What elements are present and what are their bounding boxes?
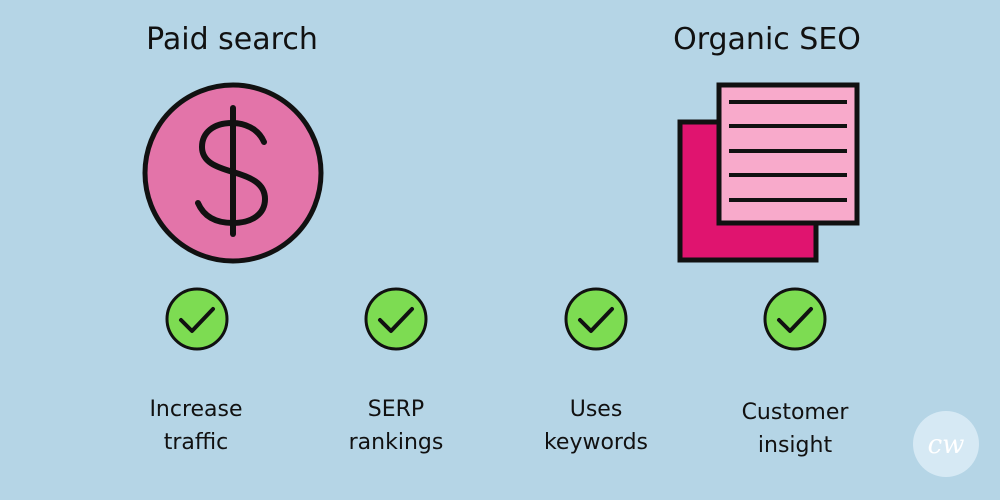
logo-text: cw (928, 430, 965, 460)
checkmark-circle-icon (364, 287, 428, 351)
benefit-line-2: traffic (163, 430, 229, 455)
benefit-line-1: Increase (149, 397, 243, 422)
benefit-label-customer-insight: Customer insight (715, 396, 875, 462)
benefit-line-2: rankings (348, 430, 444, 455)
benefit-line-1: Customer (741, 400, 849, 425)
benefit-label-serp-rankings: SERP rankings (316, 393, 476, 459)
benefit-line-2: insight (757, 433, 833, 458)
checkmark-circle-icon (763, 287, 827, 351)
benefit-label-increase-traffic: Increase traffic (116, 393, 276, 459)
organic-seo-heading: Organic SEO (673, 22, 861, 57)
cw-logo: cw (913, 411, 979, 477)
paid-search-heading: Paid search (146, 22, 318, 57)
checkmark-circle-icon (564, 287, 628, 351)
documents-icon (677, 82, 860, 263)
benefit-line-2: keywords (543, 430, 649, 455)
benefit-line-1: Uses (569, 397, 623, 422)
dollar-coin-icon (142, 82, 324, 264)
benefit-line-1: SERP (367, 397, 425, 422)
checkmark-circle-icon (165, 287, 229, 351)
benefit-label-uses-keywords: Uses keywords (516, 393, 676, 459)
